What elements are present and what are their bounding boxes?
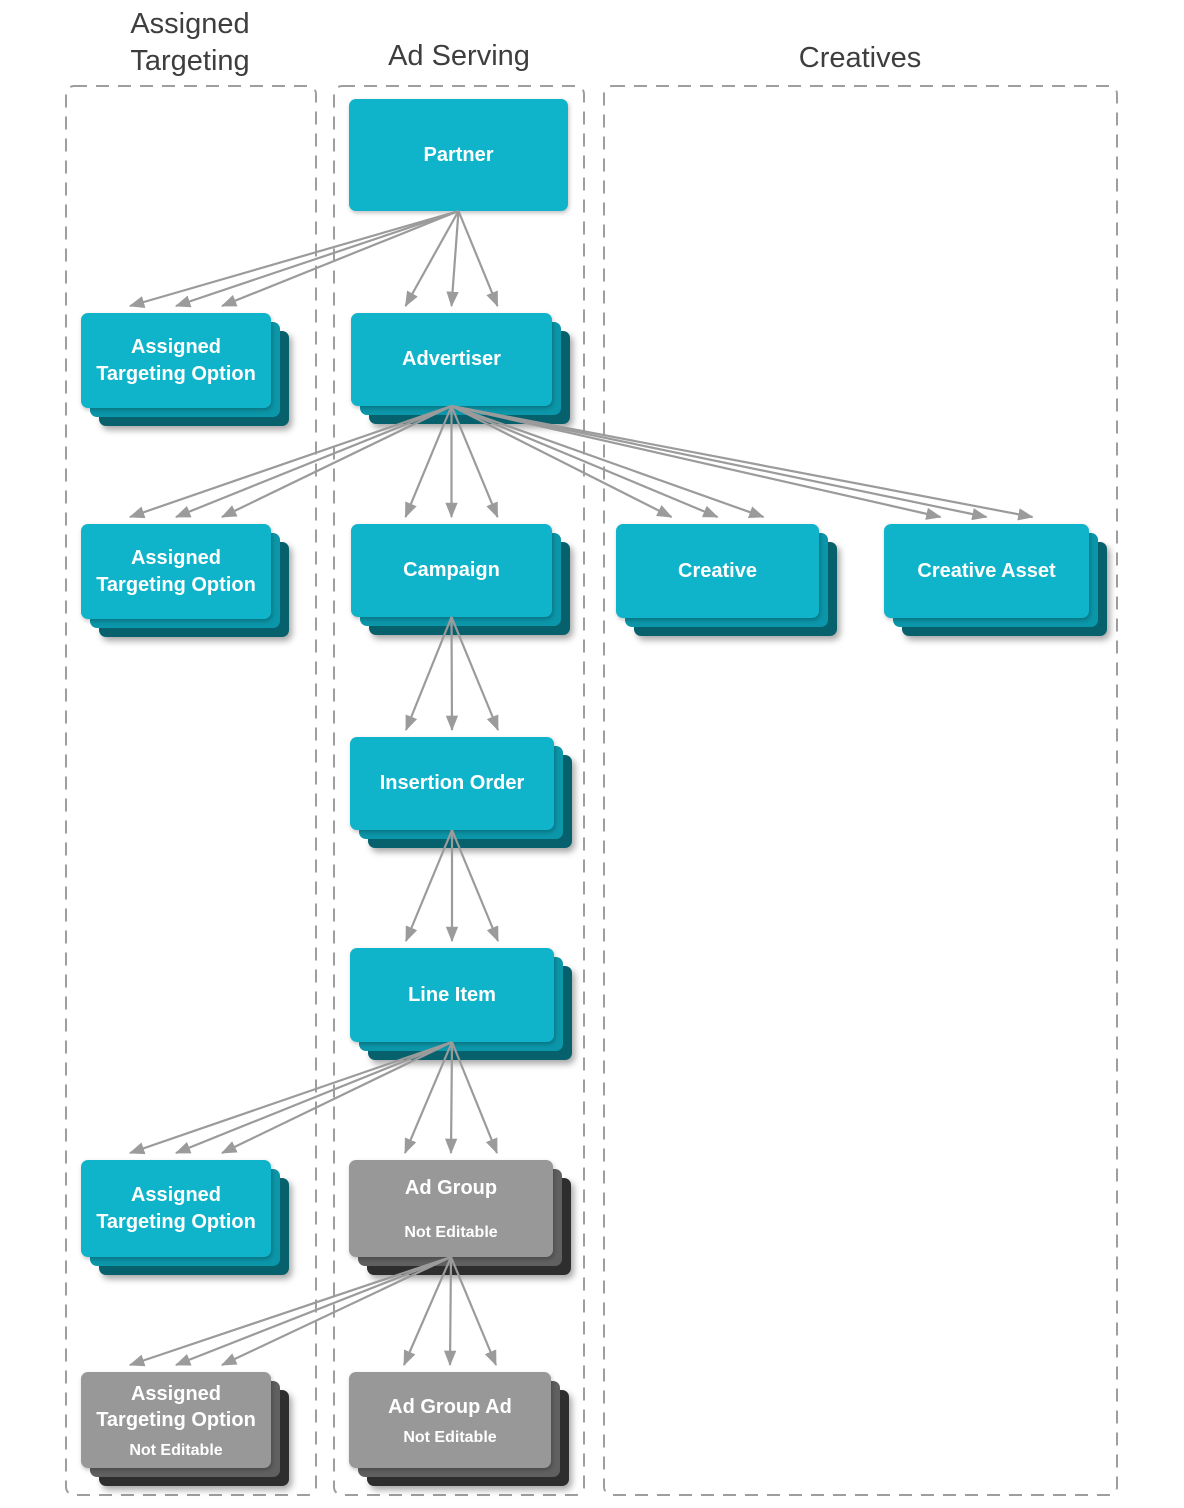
node-assigned-targeting-option-not-editable: Assigned Targeting Option Not Editable: [81, 1372, 289, 1486]
node-insertion-order: Insertion Order: [350, 737, 572, 848]
node-sublabel: Not Editable: [129, 1441, 223, 1459]
node-label: Assigned Targeting Option: [96, 546, 256, 596]
column-title-creatives: Creatives: [798, 42, 922, 74]
node-label: Creative: [678, 559, 757, 582]
column-box-ad-serving: [333, 85, 585, 1496]
column-title-ad-serving: Ad Serving: [388, 40, 530, 72]
node-advertiser: Advertiser: [351, 313, 570, 424]
node-label: Assigned Targeting Option: [96, 335, 256, 385]
node-label: Campaign: [403, 559, 500, 581]
node-campaign: Campaign: [351, 524, 570, 635]
node-assigned-targeting-option-1: Assigned Targeting Option: [81, 313, 289, 426]
node-ad-group: Ad Group Not Editable: [349, 1160, 571, 1275]
node-label: Assigned Targeting Option: [96, 1183, 256, 1233]
node-partner: Partner: [349, 99, 568, 211]
node-creative-asset: Creative Asset: [884, 524, 1107, 636]
node-assigned-targeting-option-2: Assigned Targeting Option: [81, 524, 289, 637]
node-label: Ad Group Ad: [388, 1395, 512, 1418]
column-box-creatives: [603, 85, 1118, 1496]
node-label: Assigned Targeting Option: [96, 1382, 256, 1431]
column-box-assigned-targeting: [65, 85, 317, 1496]
node-creative: Creative: [616, 524, 837, 636]
node-label: Creative Asset: [917, 559, 1056, 582]
node-label: Line Item: [408, 983, 496, 1006]
node-sublabel: Not Editable: [403, 1428, 497, 1446]
node-assigned-targeting-option-3: Assigned Targeting Option: [81, 1160, 289, 1275]
node-ad-group-ad: Ad Group Ad Not Editable: [349, 1372, 569, 1486]
column-title-assigned-targeting: Assigned Targeting: [130, 8, 250, 77]
node-label: Insertion Order: [379, 772, 525, 794]
node-label: Advertiser: [402, 348, 501, 370]
node-label: Ad Group: [404, 1177, 498, 1199]
node-sublabel: Not Editable: [404, 1224, 498, 1241]
node-line-item: Line Item: [350, 948, 572, 1060]
node-label: Partner: [423, 143, 494, 166]
